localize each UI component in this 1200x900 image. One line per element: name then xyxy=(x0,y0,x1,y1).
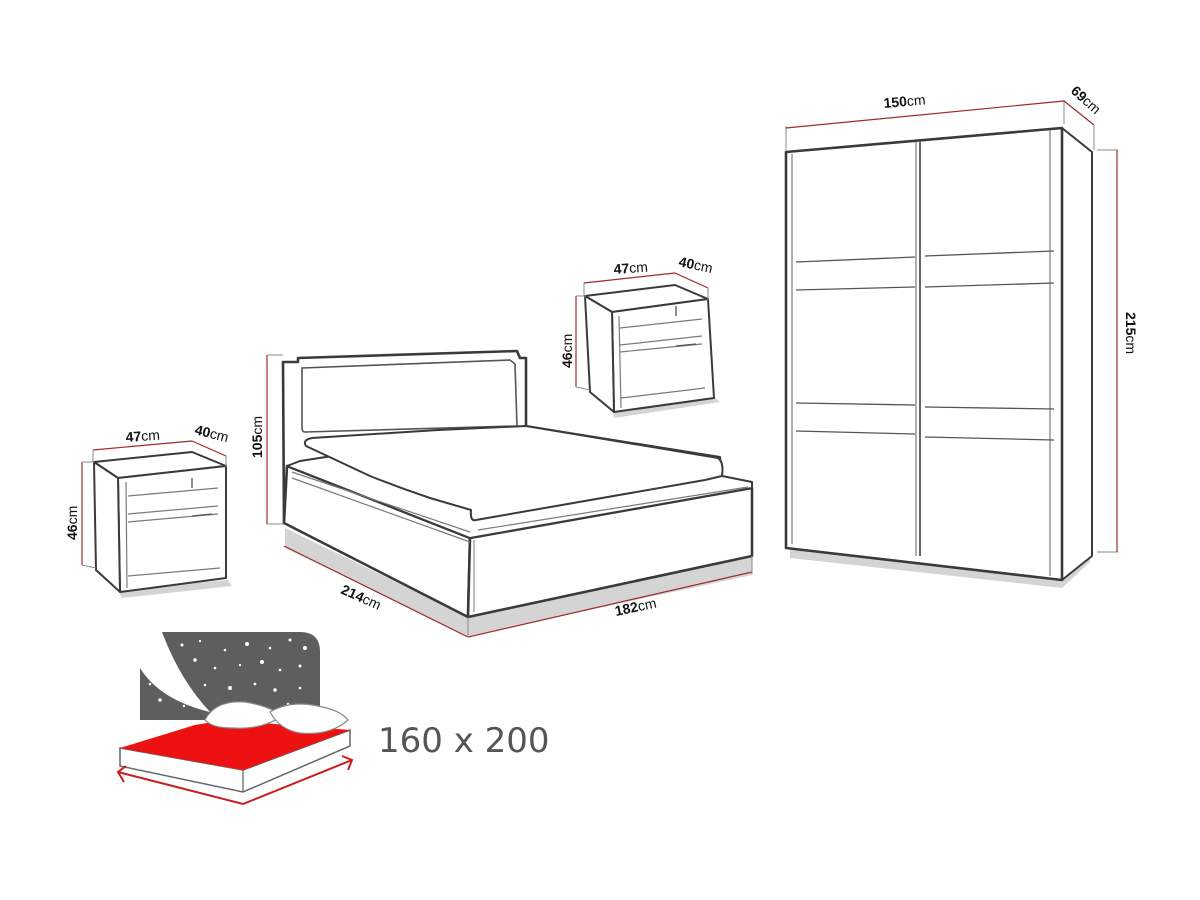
wardrobe: 150cm 69cm 215cm xyxy=(784,82,1139,588)
nightstand-right-height-label: 46cm xyxy=(559,334,575,368)
night-sky-icon xyxy=(140,632,320,720)
nightstand-left-depth-label: 40cm xyxy=(193,421,230,445)
wardrobe-width-label: 150cm xyxy=(883,91,926,111)
nightstand-left: 47cm 40cm 46cm xyxy=(64,421,232,598)
stars-icon xyxy=(148,638,307,708)
mattress-red-top xyxy=(120,720,350,770)
wardrobe-height-label: 215cm xyxy=(1123,312,1139,354)
nightstand-right-width-label: 47cm xyxy=(613,259,648,277)
nightstand-right: 47cm 40cm 46cm xyxy=(559,253,720,418)
mattress-size-label: 160 x 200 xyxy=(378,721,550,761)
nightstand-left-height-label: 46cm xyxy=(64,506,80,540)
nightstand-left-width-label: 47cm xyxy=(125,427,160,445)
bed: 105cm 214cm 182cm xyxy=(249,349,754,638)
nightstand-right-depth-label: 40cm xyxy=(677,253,714,276)
mattress-size-icon: 160 x 200 xyxy=(116,632,550,806)
wardrobe-depth-label: 69cm xyxy=(1068,82,1104,117)
bed-width-label: 182cm xyxy=(613,595,657,619)
bed-height-label: 105cm xyxy=(249,416,265,458)
